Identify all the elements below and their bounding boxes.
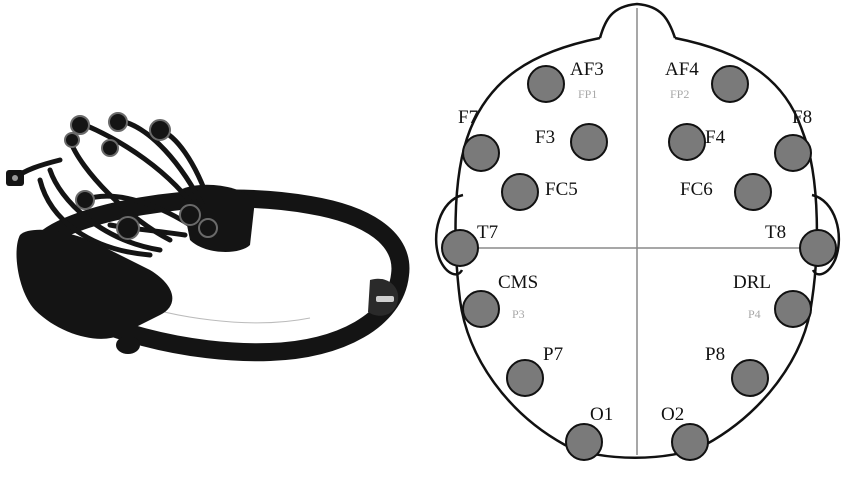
label-af3: AF3: [570, 59, 604, 80]
label-f7: F7: [458, 107, 478, 128]
left-ear: [434, 193, 464, 276]
label-p7: P7: [543, 344, 563, 365]
label-o1: O1: [590, 404, 613, 425]
label-af4: AF4: [665, 59, 699, 80]
ref-label-p4: P4: [748, 307, 761, 321]
electrode-f4: [668, 123, 706, 161]
electrode-f7: [462, 134, 500, 172]
ref-label-fp2: FP2: [670, 87, 689, 101]
label-p8: P8: [705, 344, 725, 365]
electrode-fc5: [501, 173, 539, 211]
ref-label-p3: P3: [512, 307, 525, 321]
electrode-head-map: AF3 FP1 AF4 FP2 F7 F8 F3 F4 FC5 FC6 T7 T…: [434, 2, 841, 461]
electrode-o1: [565, 423, 603, 461]
ref-label-fp1: FP1: [578, 87, 597, 101]
headset-body: [16, 229, 173, 339]
eeg-headset-image: [6, 112, 410, 362]
electrode-p8: [731, 359, 769, 397]
electrode-f3: [570, 123, 608, 161]
label-t8: T8: [765, 222, 786, 243]
label-fc6: FC6: [680, 179, 713, 200]
electrode-af3: [527, 65, 565, 103]
electrode-af4: [711, 65, 749, 103]
label-f3: F3: [535, 127, 555, 148]
label-fc5: FC5: [545, 179, 578, 200]
electrode-o2: [671, 423, 709, 461]
right-ear: [811, 193, 841, 276]
electrode-p7: [506, 359, 544, 397]
label-drl: DRL: [733, 272, 771, 293]
electrode-drl: [774, 290, 812, 328]
label-o2: O2: [661, 404, 684, 425]
label-f4: F4: [705, 127, 726, 148]
headset-band: [31, 189, 410, 362]
electrode-cms: [462, 290, 500, 328]
electrode-t7: [441, 229, 479, 267]
electrode-f8: [774, 134, 812, 172]
nose: [598, 2, 677, 39]
electrode-fc6: [734, 173, 772, 211]
label-cms: CMS: [498, 272, 538, 293]
electrode-t8: [799, 229, 837, 267]
label-t7: T7: [477, 222, 498, 243]
label-f8: F8: [792, 107, 812, 128]
